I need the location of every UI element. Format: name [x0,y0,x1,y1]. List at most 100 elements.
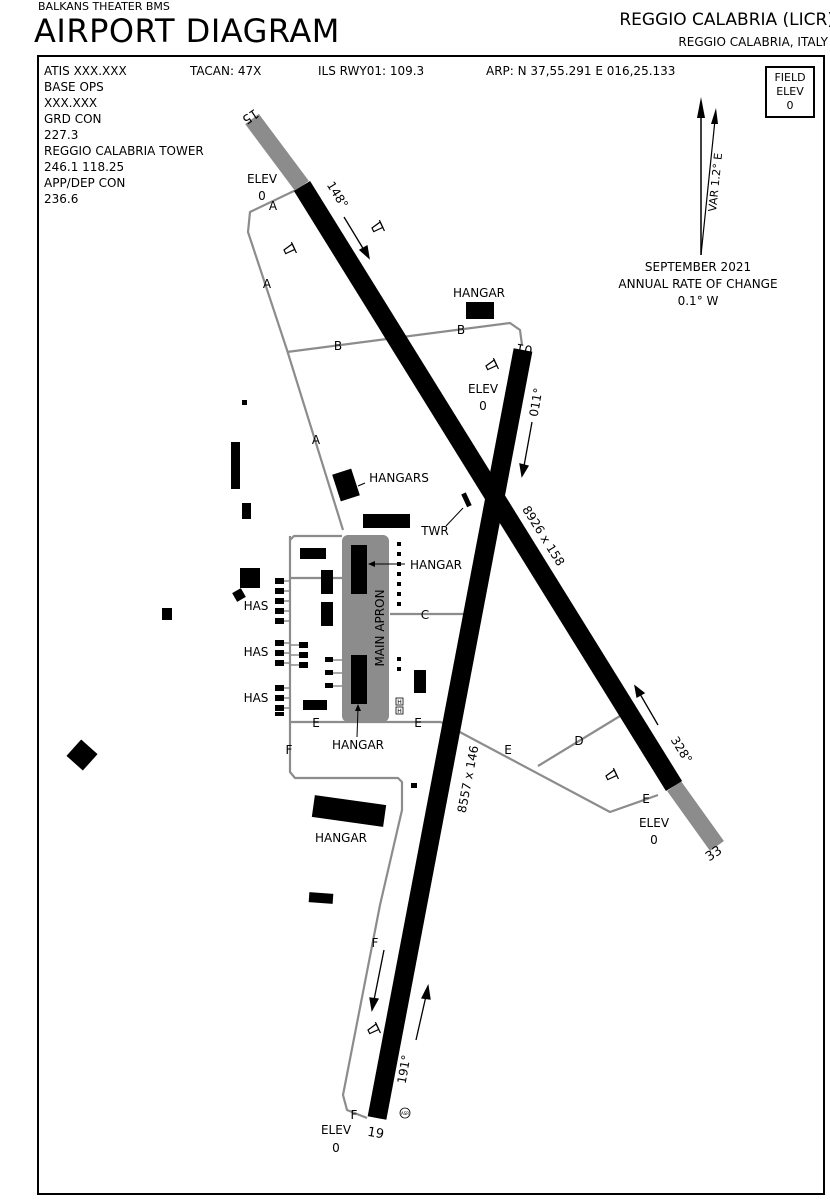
building-east-apron [414,670,426,693]
heading-191: 011° [527,387,546,418]
diagram-frame [37,55,825,1195]
taxiway-label-d: D [574,734,583,748]
elevation-value-01: 0 [332,1141,340,1155]
tower-label: REGGIO CALABRIA TOWER [44,144,204,158]
elevation-value-19: 0 [479,399,487,413]
tower-building [461,492,472,508]
building-west-small [242,503,251,519]
building-c2 [321,602,333,626]
building-small-1 [242,400,247,405]
windsocks [283,219,619,1035]
runway-end-01: 19 [366,1125,385,1143]
tower-frequency: 246.1 118.25 [44,160,125,174]
buildings [66,302,494,904]
heading-148: 148° [324,179,351,211]
taxiway-label-e-2: E [414,716,422,730]
atis-frequency: ATIS XXX.XXX [44,64,127,78]
airport-reference-point: ARP: N 37,55.291 E 016,25.133 [486,64,676,78]
label-has-3: HAS [244,691,269,705]
frequency-block: ATIS XXX.XXX BASE OPS XXX.XXX GRD CON 22… [44,63,204,207]
apron-hangar-lower [351,655,367,704]
approach-departure-frequency: 236.6 [44,192,79,206]
elevation-value-15: 0 [258,189,266,203]
heading-328: 328° [668,734,695,766]
hangar-north [466,302,494,319]
building-apron-sw [303,700,327,710]
hold-marker-2: H [397,708,402,715]
taxiway-label-b-2: B [457,323,465,337]
asr-label: ASR [401,1111,409,1116]
taxiway-label-a-1: A [269,199,278,213]
taxiway-label-e-1: E [312,716,320,730]
runway-01-19 [367,348,533,1120]
hold-marker-1: H [397,699,402,706]
hangars-building [332,468,360,502]
taxiway-label-e-4: E [642,792,650,806]
taxiway-network [246,189,659,1120]
taxiway-label-a-3: A [312,433,321,447]
label-hangars: HANGARS [369,471,429,485]
apron-hangar-upper [351,545,367,594]
building-apron-nw [300,548,326,559]
field-elevation-box: FIELD ELEV 0 [765,66,815,118]
hangar-south-large [311,795,387,827]
building-south-sq [308,892,334,904]
apron-perimeter [289,534,342,580]
elevation-label-01: ELEV [321,1123,352,1137]
runway-01-19-dimensions: 8557 x 146 [455,744,482,814]
building-south-small [411,783,417,788]
field-elevation-value: 0 [786,99,794,112]
base-ops-frequency: XXX.XXX [44,96,98,110]
taxiway-e-east [440,721,659,814]
runway-end-33: 33 [703,843,725,865]
field-elevation-label-2: ELEV [776,85,804,98]
ground-control-frequency: 227.3 [44,128,79,142]
elevation-value-33: 0 [650,833,658,847]
ils-frequency: ILS RWY01: 109.3 [318,64,425,78]
building-c1 [321,570,333,594]
taxiway-d [537,715,621,767]
airport-name: REGGIO CALABRIA (LICR) [619,10,830,30]
base-ops-label: BASE OPS [44,80,104,94]
label-hangar-lower: HANGAR [332,738,384,752]
magnetic-north-arrow: VAR 1.2° E [697,97,725,256]
hold-markers: H H [395,697,404,715]
approach-departure-label: APP/DEP CON [44,176,126,190]
label-has-2: HAS [244,645,269,659]
building-west-sq [240,568,260,588]
taxiway-label-b-1: B [334,339,342,353]
building-west-tall [231,442,240,489]
label-hangar-south: HANGAR [315,831,367,845]
elevation-label-15: ELEV [247,172,278,186]
runway-direction-arrows [343,216,659,1041]
taxiway-f [288,536,404,1120]
label-tower: TWR [420,524,449,538]
label-hangar-north: HANGAR [453,286,505,300]
building-far-west [162,608,172,620]
taxiway-label-e-3: E [504,743,512,757]
elevation-label-33: ELEV [639,816,670,830]
runway-end-19: 01 [515,340,534,358]
field-elevation-label-1: FIELD [774,71,806,84]
taxiway-label-f-2: F [372,936,379,950]
magnetic-date: SEPTEMBER 2021 [645,260,751,274]
label-main-apron: MAIN APRON [373,589,387,666]
taxiway-label-f-3: F [351,1108,358,1122]
hangar-long [363,514,410,528]
magnetic-variation: VAR 1.2° E [706,152,725,212]
tacan-channel: TACAN: 47X [190,64,262,78]
theater-label: BALKANS THEATER BMS [38,0,170,13]
chart-title: AIRPORT DIAGRAM [34,12,340,50]
annual-rate-value: 0.1° W [678,294,719,308]
ground-control-label: GRD CON [44,112,102,126]
airport-location: REGGIO CALABRIA, ITALY [678,35,828,49]
heading-011: 191° [395,1054,414,1085]
building-west-tilt [232,588,246,602]
has-connectors [284,580,342,709]
building-diamond [66,739,98,771]
label-has-1: HAS [244,599,269,613]
elevation-label-19: ELEV [468,382,499,396]
label-hangar-apron: HANGAR [410,558,462,572]
taxiway-a [246,189,345,531]
